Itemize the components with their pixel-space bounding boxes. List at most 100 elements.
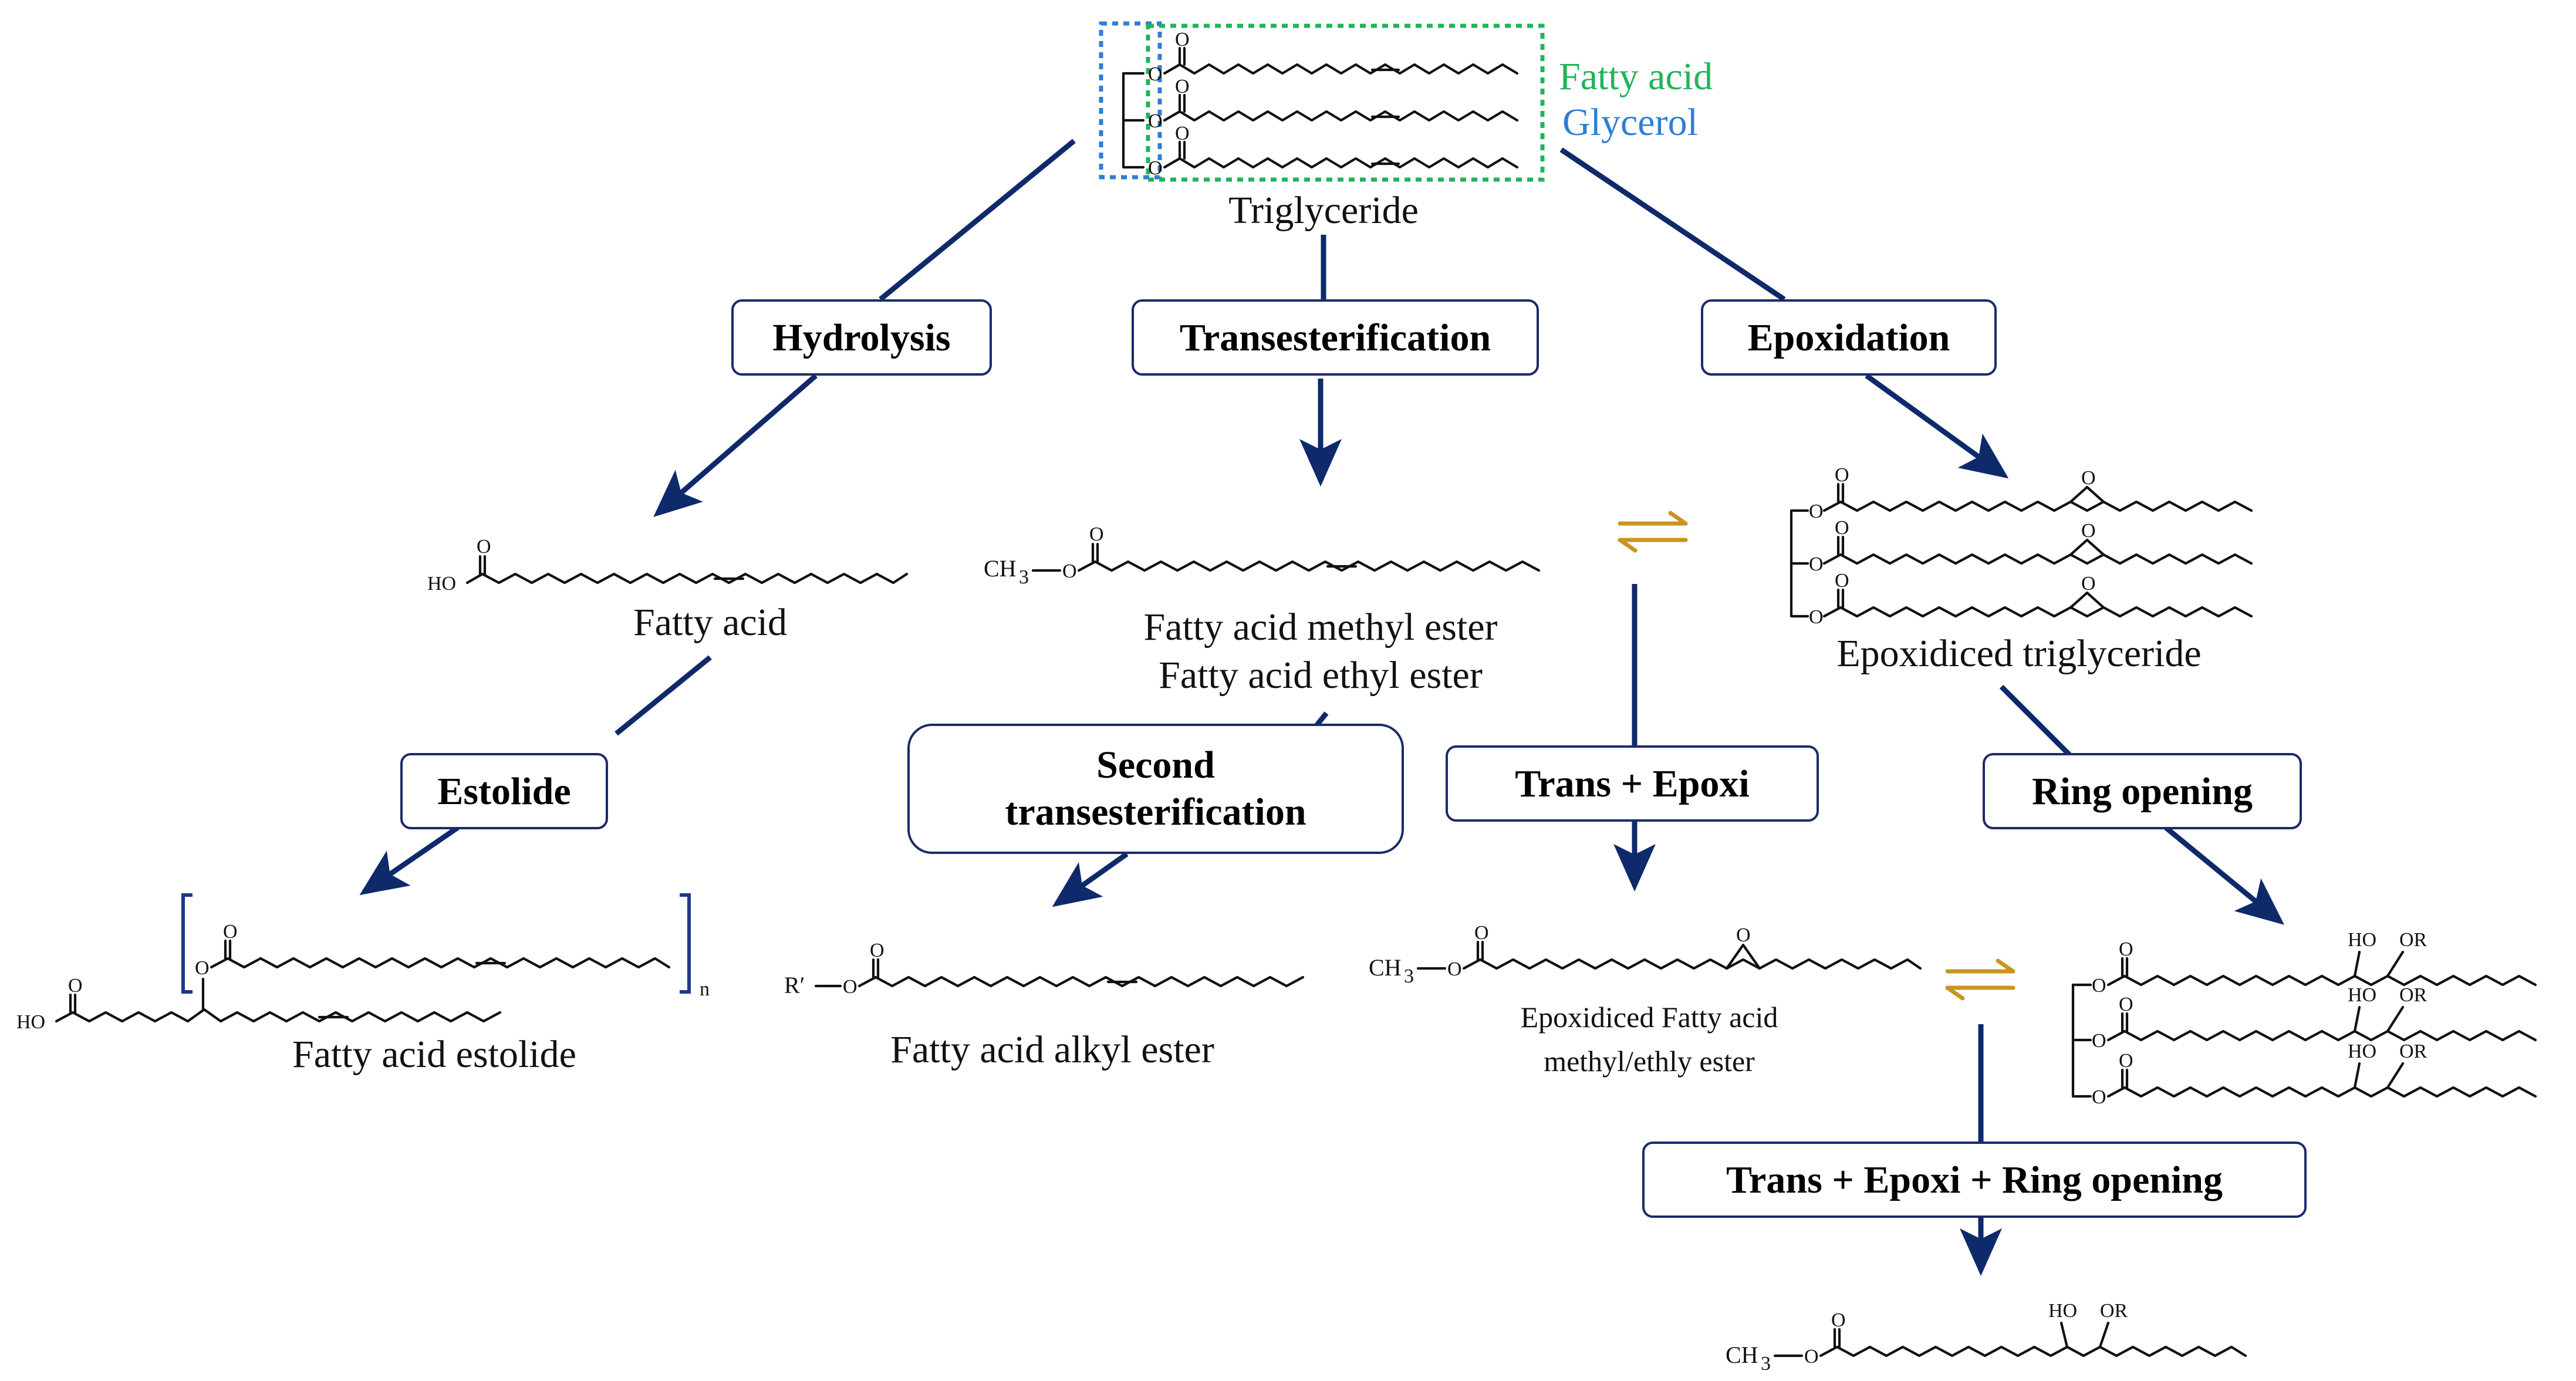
epoxide-oxygen-label: O xyxy=(2081,520,2096,542)
bracket-left xyxy=(181,893,193,994)
fatty-acid-structure: HO O Fatty acid xyxy=(427,536,909,644)
or-label: OR xyxy=(2399,984,2428,1006)
tg-chain-2: O O xyxy=(1148,76,1519,132)
second-trans-label-line1: Second xyxy=(1096,744,1215,786)
epoxidation-label: Epoxidation xyxy=(1748,316,1950,359)
oxygen-label: O xyxy=(2092,1030,2106,1052)
estolide-structure: n O O HO O Fatty acid estolide xyxy=(16,893,710,1076)
carbonyl-oxygen-label: O xyxy=(2119,938,2133,960)
epox-fame-label-line2: methyl/ethly ester xyxy=(1544,1045,1755,1078)
hydroxyl-label: HO xyxy=(2348,984,2376,1006)
hydroxyl-label: HO xyxy=(2348,1041,2376,1062)
arrow-tg-to-hydrolysis xyxy=(879,139,1076,302)
carbonyl-oxygen-label: O xyxy=(1175,123,1190,144)
carbonyl-oxygen-label: O xyxy=(2119,1050,2133,1072)
carbonyl-oxygen-label: O xyxy=(1175,29,1190,50)
equilibrium-arrows-icon xyxy=(1618,511,1688,553)
epoxidized-triglyceride-structure: O O O O O O O O O Epoxidiced triglycerid… xyxy=(1790,464,2253,675)
fatty-acid-highlight-box xyxy=(1146,23,1545,182)
ester-oxygen-label: O xyxy=(1447,958,1462,980)
carbonyl-oxygen-label: O xyxy=(1089,524,1104,545)
oxygen-label: O xyxy=(1148,110,1163,132)
oxygen-label: O xyxy=(195,957,210,979)
methyl-label: CH xyxy=(984,555,1017,582)
epoxidized-fame-structure: CH 3 O O O Epoxidiced Fatty acid methyl/… xyxy=(1369,922,1922,1078)
oxygen-label: O xyxy=(1809,501,1824,522)
carbonyl-oxygen-label: O xyxy=(1835,517,1849,539)
estolide-label: Estolide xyxy=(437,770,570,813)
arrow-tg-to-epoxidation xyxy=(1559,147,1786,302)
r-prime-label: R′ xyxy=(784,972,805,998)
arrow-epoxidized-tg-to-ring-opening xyxy=(1999,684,2074,759)
carbonyl-oxygen-label: O xyxy=(1175,76,1190,97)
epoxide-oxygen-label: O xyxy=(2081,467,2096,489)
alkyl-ester-structure: R′ O O Fatty acid alkyl ester xyxy=(784,940,1305,1071)
hydroxyl-label: HO xyxy=(2348,929,2376,951)
oxygen-label: O xyxy=(1148,63,1163,85)
arrow-fatty-acid-to-estolide xyxy=(615,655,712,736)
fame-structure: CH 3 O O Fatty acid methyl ester Fatty a… xyxy=(984,524,1541,697)
hydroxyl-label: HO xyxy=(16,1011,45,1033)
epoxide-oxygen-label: O xyxy=(1736,924,1751,946)
hydrolysis-box: Hydrolysis xyxy=(731,299,992,376)
methyl-subscript: 3 xyxy=(1019,566,1029,588)
transesterification-label: Transesterification xyxy=(1180,316,1491,359)
methyl-subscript: 3 xyxy=(1404,965,1414,987)
carbonyl-oxygen-label: O xyxy=(1474,922,1489,944)
tg-chain-3: O O xyxy=(1148,123,1519,179)
trans-epoxi-ring-label: Trans + Epoxi + Ring opening xyxy=(1726,1159,2223,1201)
tg-chain-1: O O xyxy=(1148,29,1519,85)
ester-oxygen-label: O xyxy=(1062,560,1077,582)
ring-opening-label: Ring opening xyxy=(2032,770,2253,813)
methyl-label: CH xyxy=(1369,954,1402,981)
carbonyl-oxygen-label: O xyxy=(1831,1309,1846,1331)
or-label: OR xyxy=(2399,929,2428,951)
hydroxyl-label: HO xyxy=(2048,1300,2077,1322)
trans-epoxi-label: Trans + Epoxi xyxy=(1515,762,1749,805)
hydroxyl-label: HO xyxy=(427,573,456,595)
carbonyl-oxygen-label: O xyxy=(2119,994,2133,1015)
estolide-product-label: Fatty acid estolide xyxy=(292,1033,576,1076)
oxygen-label: O xyxy=(1809,606,1824,628)
trans-epoxi-ring-box: Trans + Epoxi + Ring opening xyxy=(1642,1142,2307,1218)
arrow-epox-to-epoxidized-tg xyxy=(1865,373,2009,479)
arrow-ring-opening-to-product xyxy=(2164,825,2284,925)
epoxidation-box: Epoxidation xyxy=(1701,299,1997,376)
fatty-acid-tag: Fatty acid xyxy=(1559,55,1713,98)
second-trans-label-line2: transesterification xyxy=(1005,791,1306,833)
epoxide-oxygen-label: O xyxy=(2081,573,2096,595)
hydrolysis-label: Hydrolysis xyxy=(772,316,950,359)
ester-oxygen-label: O xyxy=(843,976,857,998)
transesterification-box: Transesterification xyxy=(1132,299,1539,376)
oxygen-label: O xyxy=(2092,1086,2106,1108)
arrow-hydrolysis-to-fatty-acid xyxy=(653,373,818,517)
ring-opening-box: Ring opening xyxy=(1983,753,2302,829)
arrows xyxy=(359,139,2284,1276)
ring-opened-fame-structure: CH 3 O O HO OR xyxy=(1726,1300,2247,1375)
equilibrium-arrows-icon xyxy=(1945,958,2015,1001)
methyl-subscript: 3 xyxy=(1761,1353,1771,1375)
oxygen-label: O xyxy=(1148,157,1163,179)
arrow-estolide-to-product xyxy=(359,825,460,896)
carbonyl-oxygen-label: O xyxy=(223,921,238,943)
carbonyl-oxygen-label: O xyxy=(1835,570,1849,592)
alkyl-ester-label: Fatty acid alkyl ester xyxy=(890,1028,1214,1071)
oxygen-label: O xyxy=(2092,975,2106,997)
carbonyl-oxygen-label: O xyxy=(68,975,83,997)
triglyceride-structure: O O O O O O Fatty acid Glycerol Triglyce… xyxy=(1099,21,1713,232)
glycerol-highlight-box xyxy=(1099,21,1162,180)
methyl-label: CH xyxy=(1726,1342,1758,1368)
ring-opened-triglyceride-structure: O O HO OR O O HO OR O O HO OR xyxy=(2071,929,2537,1108)
arrow-second-trans-to-alkyl-ester xyxy=(1052,852,1129,907)
carbonyl-oxygen-label: O xyxy=(870,940,884,961)
or-label: OR xyxy=(2100,1300,2128,1322)
epoxidized-tg-label: Epoxidiced triglyceride xyxy=(1836,632,2201,675)
carbonyl-oxygen-label: O xyxy=(477,536,491,558)
or-label: OR xyxy=(2399,1041,2428,1062)
triglyceride-label: Triglyceride xyxy=(1228,189,1419,232)
trans-epoxi-box: Trans + Epoxi xyxy=(1446,745,1819,822)
fame-label-line1: Fatty acid methyl ester xyxy=(1144,606,1498,649)
estolide-box: Estolide xyxy=(400,753,608,829)
